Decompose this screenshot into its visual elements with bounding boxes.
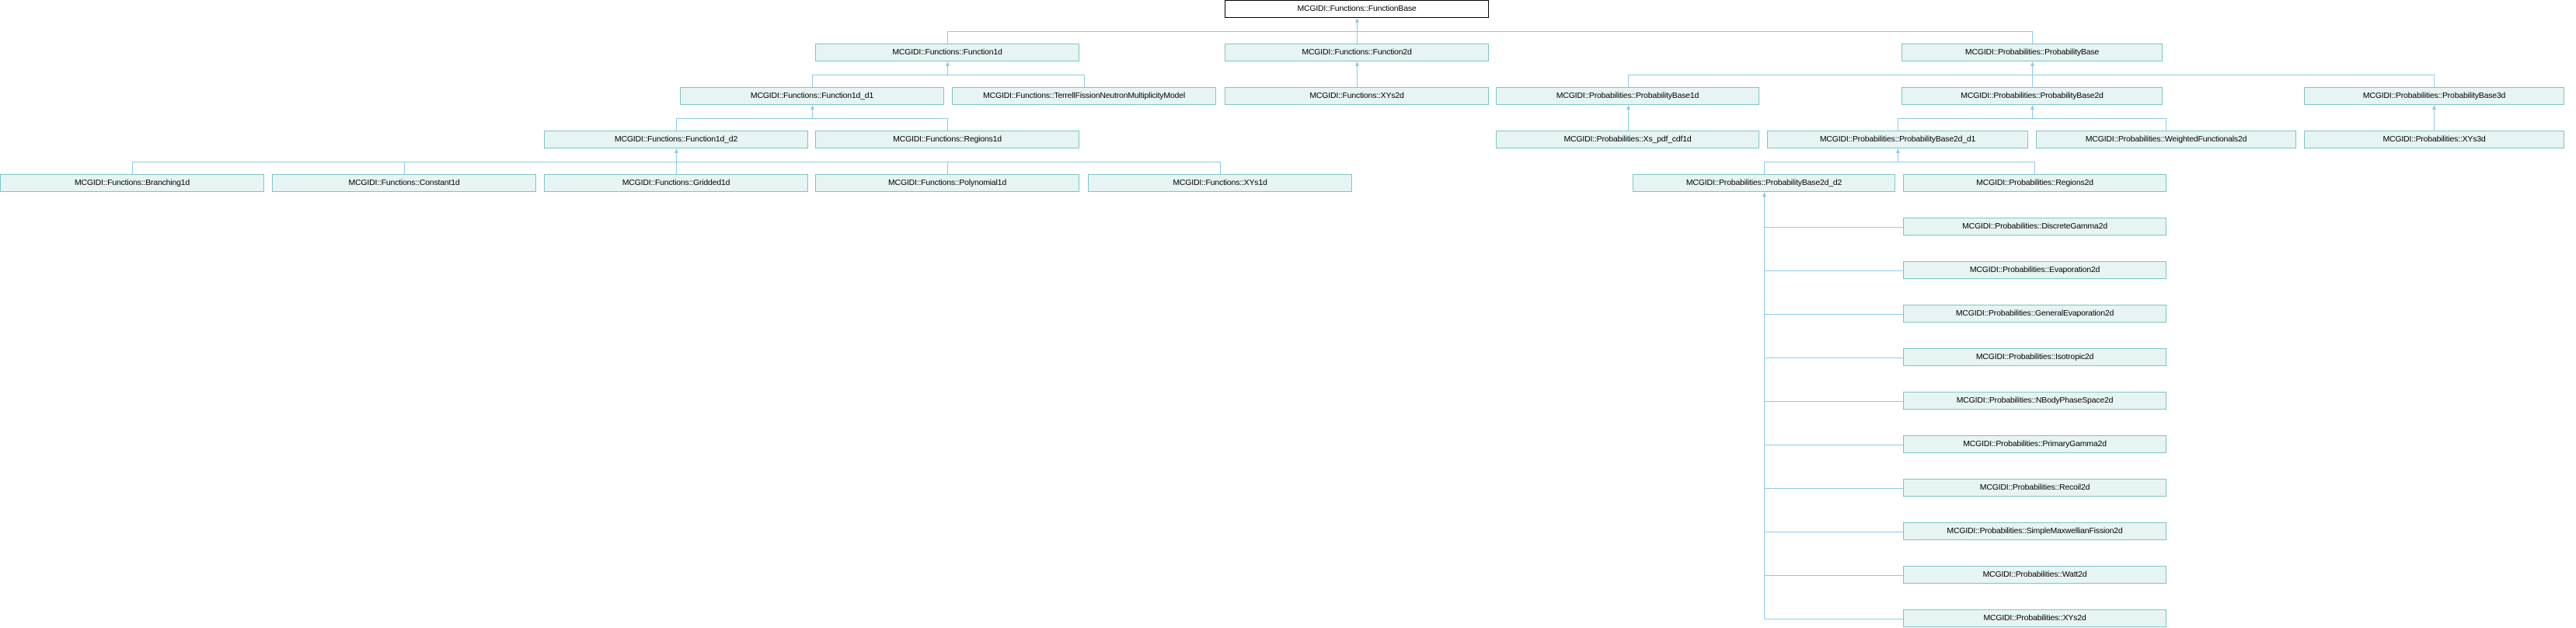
- node-xys1d[interactable]: MCGIDI::Functions::XYs1d: [1088, 174, 1352, 192]
- node-weighted-functionals2d[interactable]: MCGIDI::Probabilities::WeightedFunctiona…: [2036, 131, 2296, 148]
- inheritance-arrowhead-icon: [675, 148, 678, 153]
- node-primary-gamma2d[interactable]: MCGIDI::Probabilities::PrimaryGamma2d: [1903, 435, 2166, 453]
- inheritance-arrowhead-icon: [2432, 105, 2436, 110]
- node-probability-base2d[interactable]: MCGIDI::Probabilities::ProbabilityBase2d: [1901, 87, 2163, 105]
- node-watt2d[interactable]: MCGIDI::Probabilities::Watt2d: [1903, 566, 2166, 584]
- node-xys3d[interactable]: MCGIDI::Probabilities::XYs3d: [2304, 131, 2564, 148]
- node-probability-base1d[interactable]: MCGIDI::Probabilities::ProbabilityBase1d: [1496, 87, 1759, 105]
- inheritance-arrowhead-icon: [1896, 148, 1900, 153]
- node-nbody-phase-space2d[interactable]: MCGIDI::Probabilities::NBodyPhaseSpace2d: [1903, 392, 2166, 410]
- node-probability-base2d-d2[interactable]: MCGIDI::Probabilities::ProbabilityBase2d…: [1633, 174, 1895, 192]
- node-probability-base2d-d1[interactable]: MCGIDI::Probabilities::ProbabilityBase2d…: [1767, 131, 2028, 148]
- inheritance-arrowhead-icon: [810, 105, 814, 110]
- node-constant1d[interactable]: MCGIDI::Functions::Constant1d: [272, 174, 536, 192]
- node-regions2d[interactable]: MCGIDI::Probabilities::Regions2d: [1903, 174, 2166, 192]
- inheritance-arrowhead-icon: [1626, 105, 1630, 110]
- node-function1d-d2[interactable]: MCGIDI::Functions::Function1d_d2: [544, 131, 808, 148]
- node-branching1d[interactable]: MCGIDI::Functions::Branching1d: [0, 174, 264, 192]
- node-function-base: MCGIDI::Functions::FunctionBase: [1225, 0, 1489, 18]
- node-evaporation2d[interactable]: MCGIDI::Probabilities::Evaporation2d: [1903, 261, 2166, 279]
- node-function2d[interactable]: MCGIDI::Functions::Function2d: [1225, 44, 1489, 61]
- node-function1d[interactable]: MCGIDI::Functions::Function1d: [815, 44, 1079, 61]
- node-gridded1d[interactable]: MCGIDI::Functions::Gridded1d: [544, 174, 808, 192]
- inheritance-arrowhead-icon: [1355, 61, 1359, 66]
- node-isotropic2d[interactable]: MCGIDI::Probabilities::Isotropic2d: [1903, 348, 2166, 366]
- node-function1d-d1[interactable]: MCGIDI::Functions::Function1d_d1: [680, 87, 944, 105]
- node-probability-base[interactable]: MCGIDI::Probabilities::ProbabilityBase: [1901, 44, 2163, 61]
- inheritance-arrowhead-icon: [946, 61, 950, 66]
- inheritance-arrowhead-icon: [2030, 61, 2034, 66]
- node-probability-base3d[interactable]: MCGIDI::Probabilities::ProbabilityBase3d: [2304, 87, 2564, 105]
- node-probabilities-xys2d[interactable]: MCGIDI::Probabilities::XYs2d: [1903, 609, 2166, 627]
- node-terrell-fission-neutron-multiplicity-model[interactable]: MCGIDI::Functions::TerrellFissionNeutron…: [952, 87, 1216, 105]
- node-general-evaporation2d[interactable]: MCGIDI::Probabilities::GeneralEvaporatio…: [1903, 305, 2166, 323]
- inheritance-arrowhead-icon: [1355, 18, 1359, 23]
- node-regions1d[interactable]: MCGIDI::Functions::Regions1d: [815, 131, 1079, 148]
- node-polynomial1d[interactable]: MCGIDI::Functions::Polynomial1d: [815, 174, 1079, 192]
- node-xs-pdf-cdf1d[interactable]: MCGIDI::Probabilities::Xs_pdf_cdf1d: [1496, 131, 1759, 148]
- inheritance-arrowhead-icon: [2030, 105, 2034, 110]
- inheritance-arrowhead-icon: [1762, 192, 1766, 197]
- node-functions-xys2d[interactable]: MCGIDI::Functions::XYs2d: [1225, 87, 1489, 105]
- node-discrete-gamma2d[interactable]: MCGIDI::Probabilities::DiscreteGamma2d: [1903, 218, 2166, 236]
- node-simple-maxwellian-fission2d[interactable]: MCGIDI::Probabilities::SimpleMaxwellianF…: [1903, 522, 2166, 540]
- node-recoil2d[interactable]: MCGIDI::Probabilities::Recoil2d: [1903, 479, 2166, 497]
